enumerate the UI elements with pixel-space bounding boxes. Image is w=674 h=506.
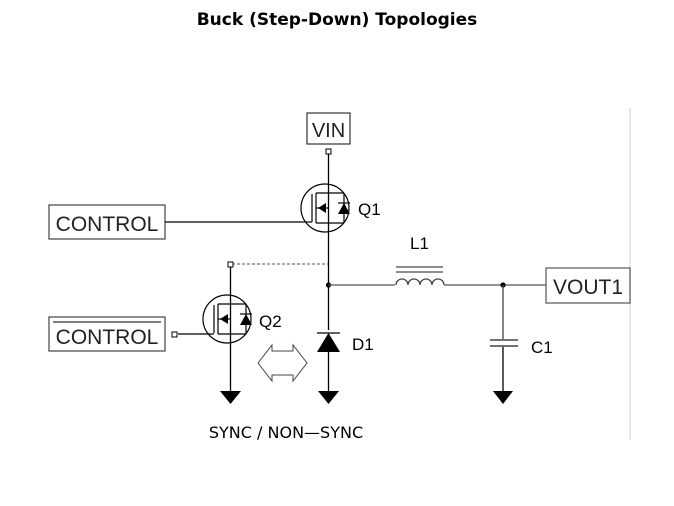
- l1-inductor: [395, 266, 445, 286]
- c1-capacitor: [490, 285, 518, 404]
- q2-label: Q2: [259, 312, 282, 331]
- q2-gate-terminal: [171, 331, 178, 338]
- swap-arrow-icon: [257, 343, 308, 383]
- l1-label: L1: [410, 234, 429, 253]
- d1-diode: [317, 332, 340, 404]
- sync-caption: SYNC / NON—SYNC: [209, 423, 363, 442]
- vout-label: VOUT1: [553, 276, 623, 299]
- vin-label: VIN: [312, 120, 345, 142]
- d1-label: D1: [352, 335, 374, 354]
- q1-mosfet: [300, 183, 350, 233]
- control-port: CONTROL: [48, 204, 166, 240]
- q2-mosfet: [178, 294, 252, 404]
- c1-label: C1: [531, 338, 553, 357]
- q2-drain-terminal: [227, 261, 234, 268]
- vout-port: VOUT1: [545, 267, 631, 304]
- control-inverted-label: CONTROL: [56, 326, 159, 349]
- control-inverted-port: CONTROL: [48, 316, 166, 352]
- vin-port: VIN: [306, 112, 351, 155]
- control-label: CONTROL: [56, 213, 159, 236]
- q1-label: Q1: [358, 200, 381, 219]
- slide-title: Buck (Step-Down) Topologies: [196, 10, 478, 30]
